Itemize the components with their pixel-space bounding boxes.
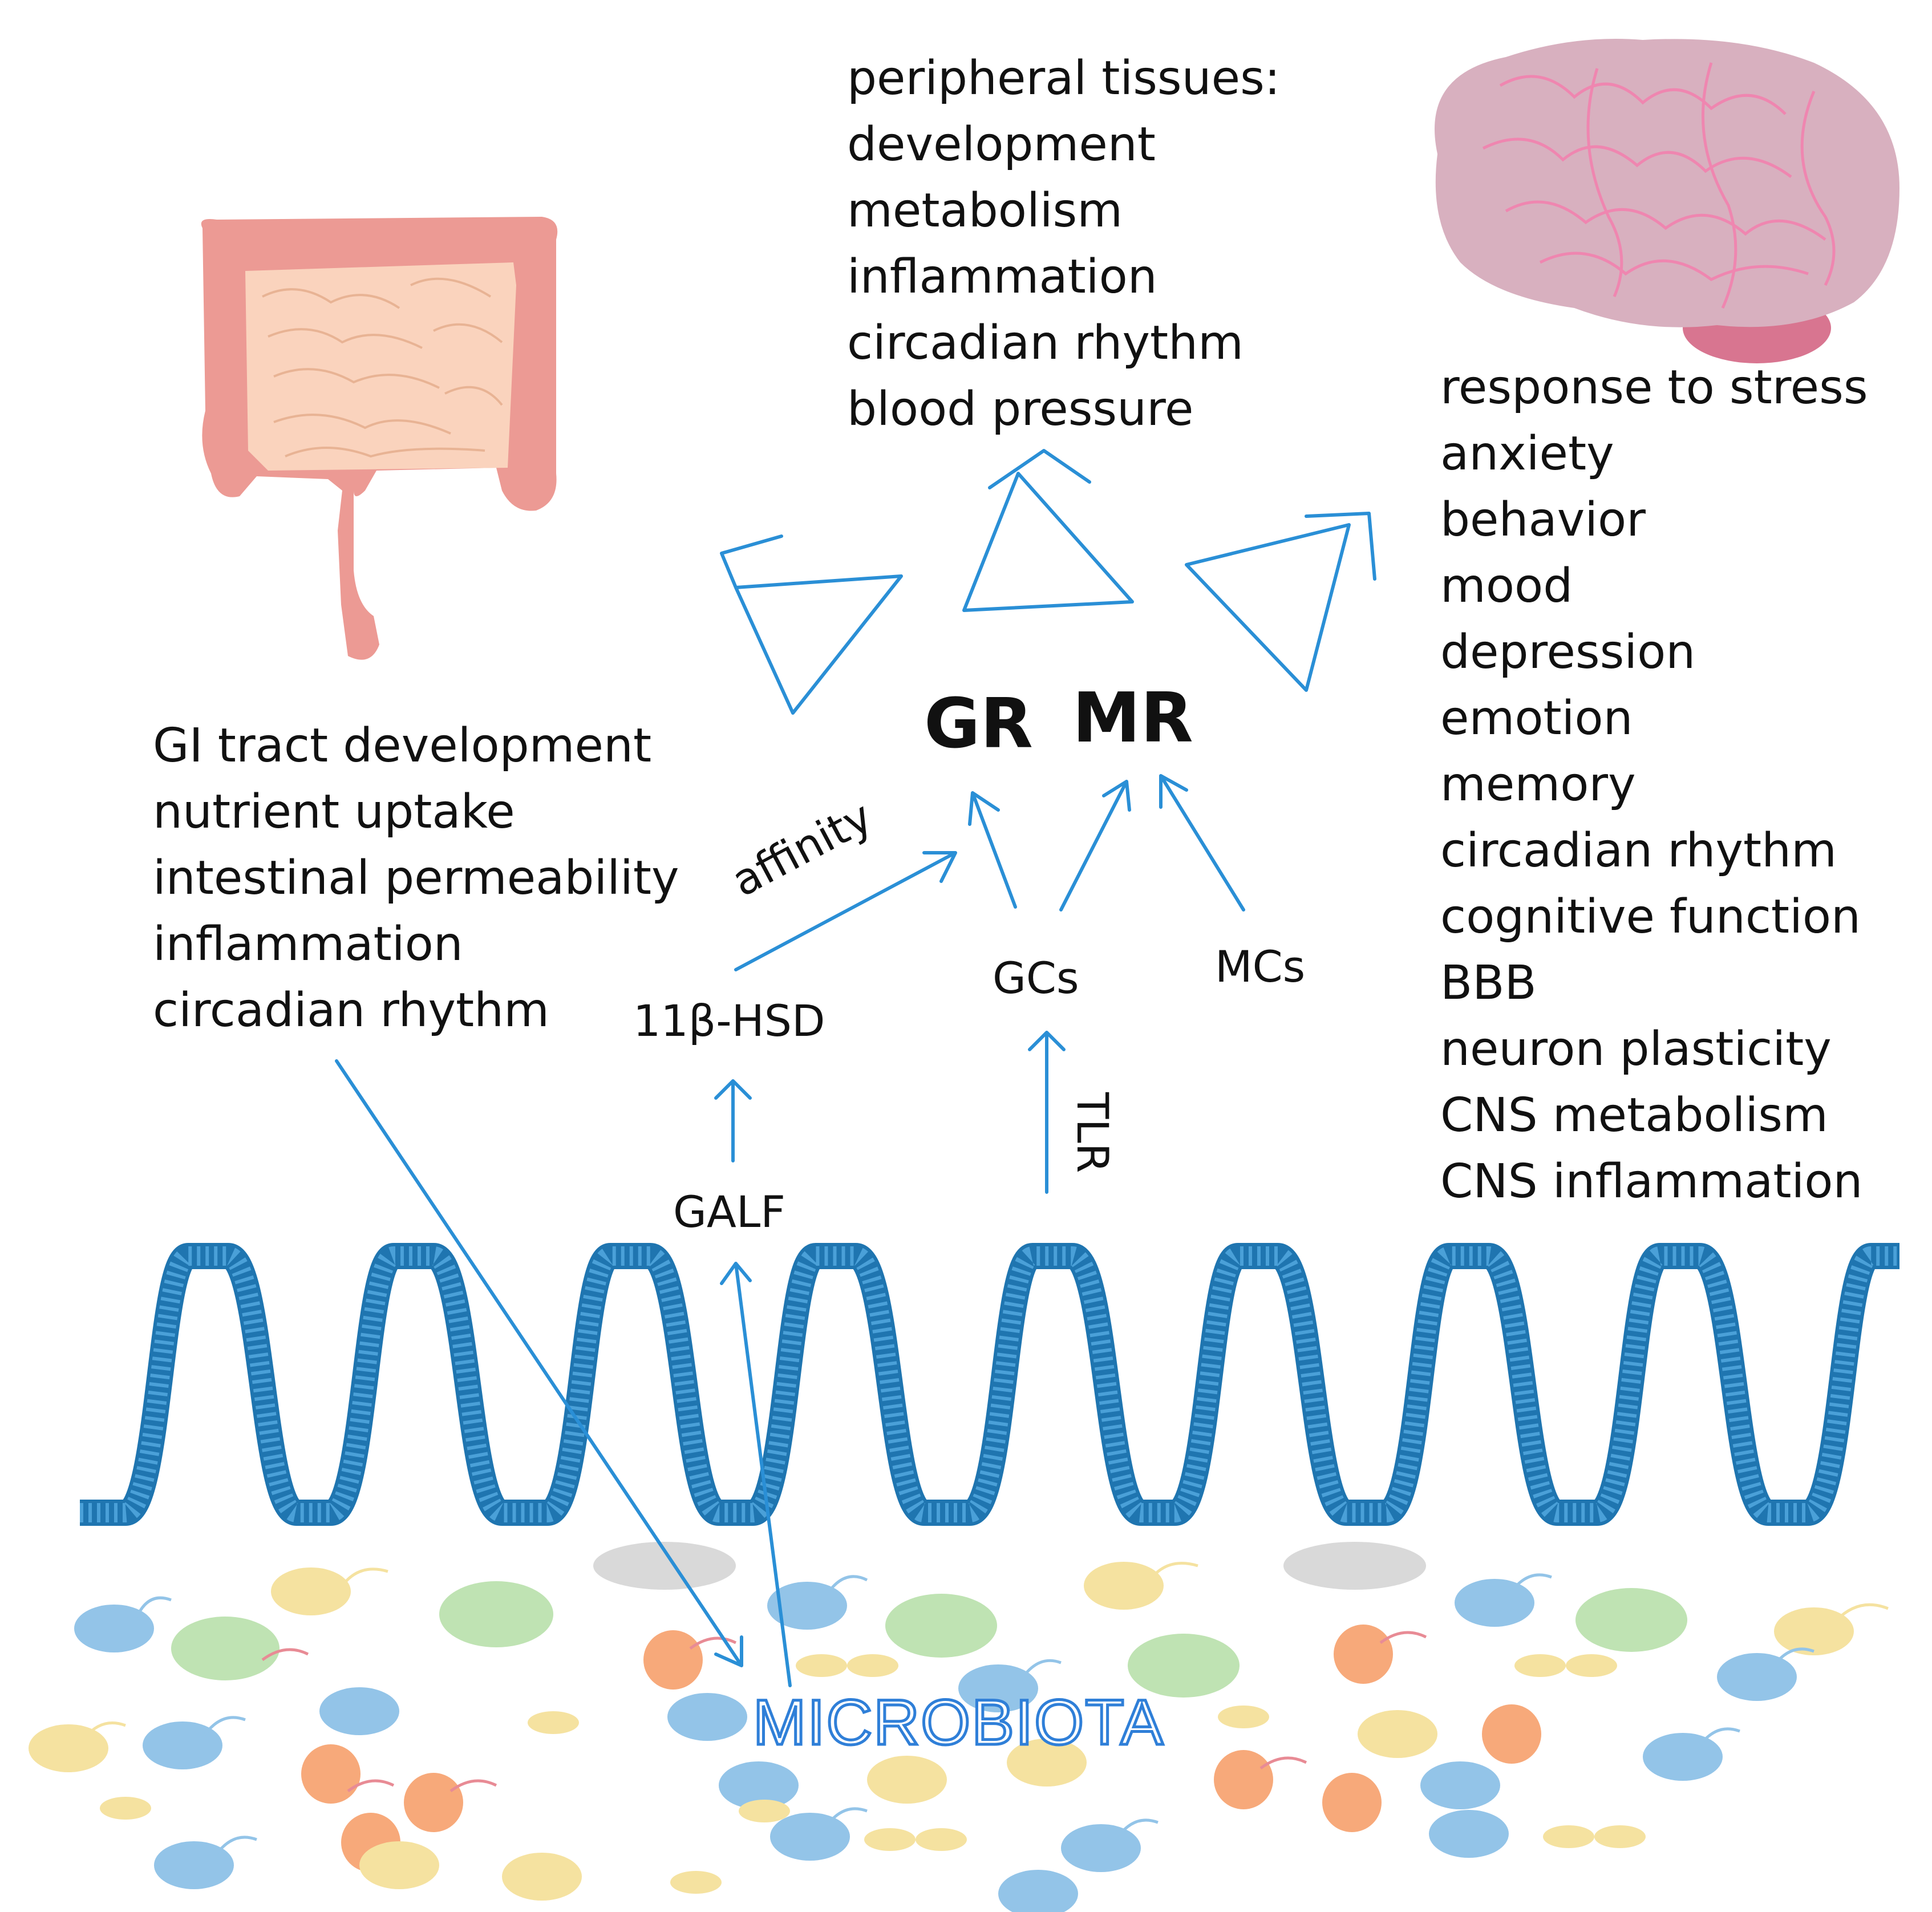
brain-item: anxiety	[1440, 427, 1614, 481]
peripheral-item: metabolism	[847, 184, 1123, 238]
hsd-label: 11β-HSD	[633, 995, 825, 1046]
galf-label: GALF	[673, 1186, 785, 1237]
arrow-to-gut	[720, 534, 903, 715]
arrows	[335, 449, 1376, 1687]
brain-item: cognitive function	[1440, 890, 1861, 944]
brain-list: response to stress anxiety behavior mood…	[1440, 355, 1868, 1215]
brain-item: depression	[1440, 625, 1696, 679]
brain-item: mood	[1440, 559, 1573, 613]
peripheral-item: peripheral tissues:	[847, 51, 1281, 106]
gut-item: inflammation	[153, 917, 463, 971]
gut-item: circadian rhythm	[153, 983, 549, 1038]
gut-item: nutrient uptake	[153, 785, 515, 839]
gut-list: GI tract development nutrient uptake int…	[153, 713, 679, 1044]
gr-label: GR	[924, 684, 1033, 764]
mr-label: MR	[1072, 679, 1193, 758]
intestinal-villi	[80, 1243, 1899, 1526]
arrow-gcs-mr	[1059, 780, 1131, 912]
peripheral-list: peripheral tissues: development metaboli…	[847, 46, 1280, 443]
brain-item: response to stress	[1440, 360, 1868, 415]
arrow-tlr-gcs	[1028, 1031, 1066, 1194]
brain-illustration	[1435, 39, 1899, 363]
arrow-hsd-affinity	[734, 851, 957, 971]
peripheral-item: blood pressure	[847, 382, 1194, 436]
arrow-gcs-gr	[968, 791, 1017, 909]
brain-item: behavior	[1440, 493, 1646, 547]
brain-item: CNS inflammation	[1440, 1155, 1863, 1209]
brain-item: CNS metabolism	[1440, 1088, 1828, 1143]
gut-item: intestinal permeability	[153, 851, 679, 905]
brain-item: circadian rhythm	[1440, 824, 1837, 878]
bacteria-cluster	[29, 1542, 1889, 1912]
brain-item: neuron plasticity	[1440, 1022, 1832, 1076]
arrow-gut-microbiota	[335, 1059, 743, 1667]
arrow-to-peripheral	[962, 449, 1134, 612]
gut-item: GI tract development	[153, 719, 652, 773]
tlr-label: TLR	[1067, 1092, 1118, 1173]
intestine-illustration	[201, 217, 558, 660]
gcs-label: GCs	[993, 953, 1079, 1003]
arrow-galf-hsd	[714, 1079, 752, 1162]
arrow-mcs-mr	[1159, 774, 1245, 912]
brain-item: BBB	[1440, 956, 1537, 1010]
arrow-to-brain	[1185, 512, 1376, 692]
brain-item: memory	[1440, 757, 1636, 812]
microbiota-label: MICROBIOTA	[751, 1686, 1165, 1760]
peripheral-item: circadian rhythm	[847, 316, 1244, 370]
mcs-label: MCs	[1215, 941, 1306, 992]
peripheral-item: inflammation	[847, 250, 1157, 304]
arrow-microbiota-galf	[720, 1262, 792, 1687]
peripheral-item: development	[847, 118, 1156, 172]
brain-item: emotion	[1440, 691, 1633, 746]
